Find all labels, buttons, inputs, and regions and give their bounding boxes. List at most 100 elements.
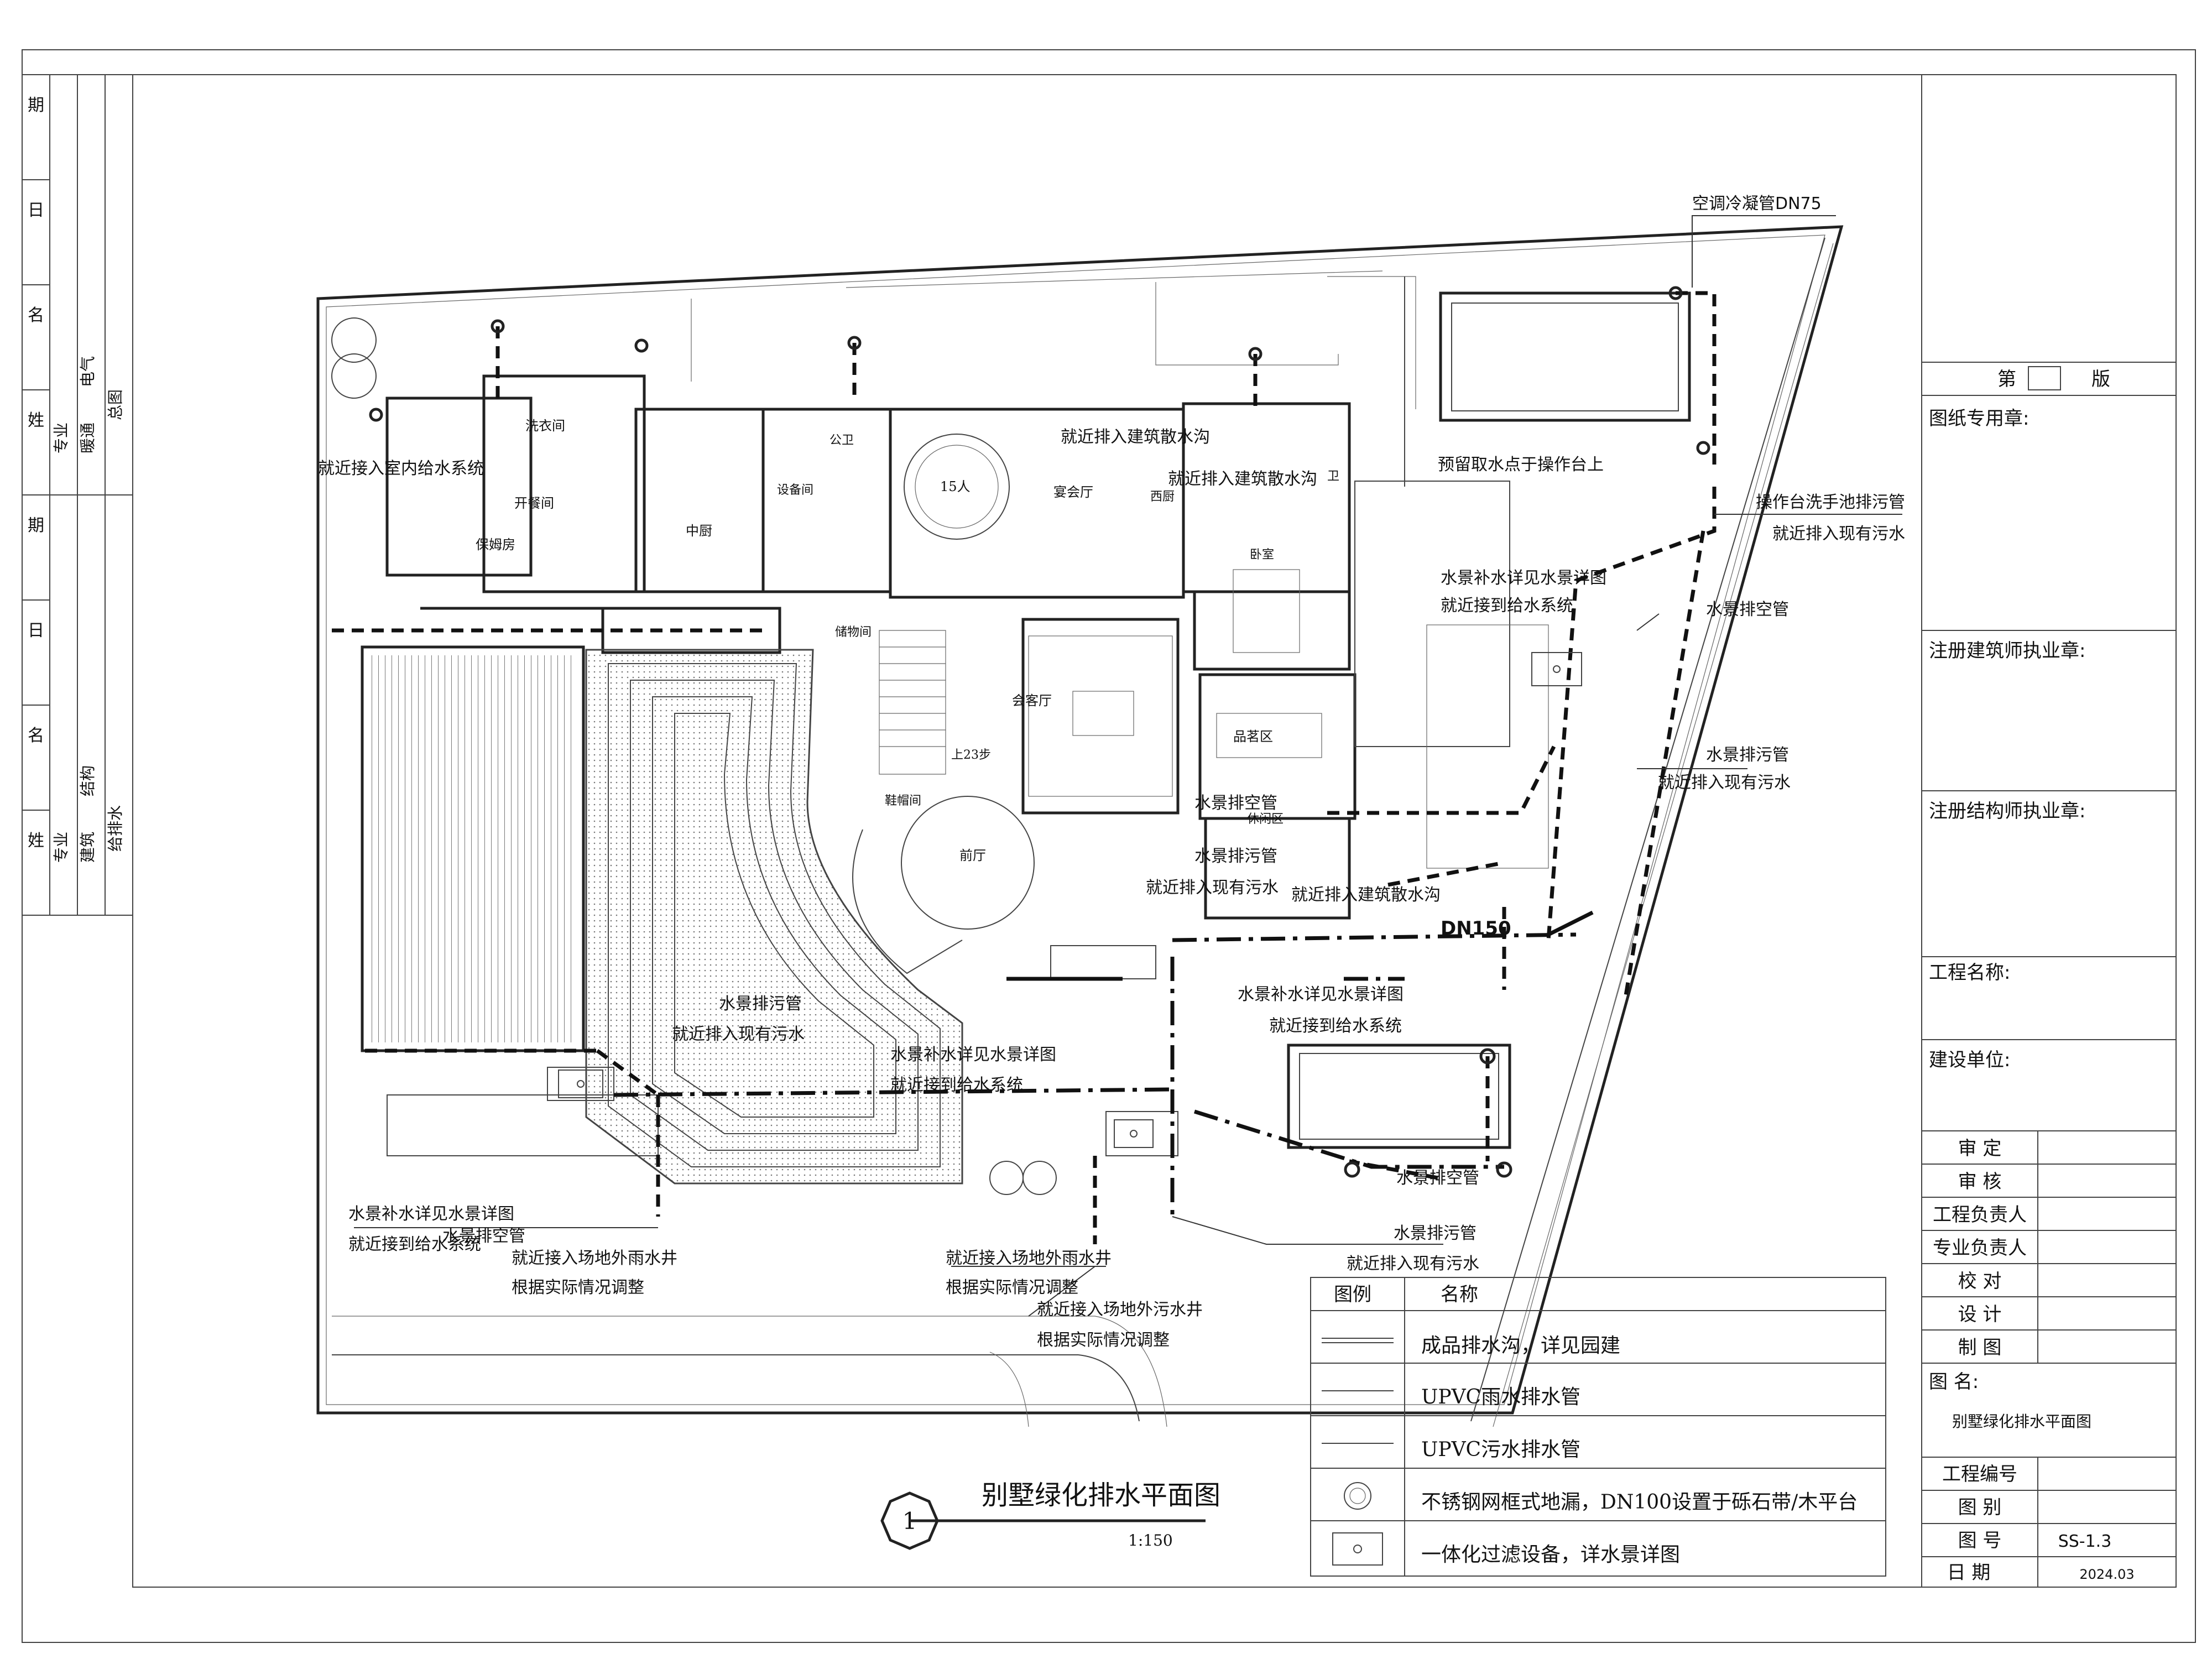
stairs-label: 上23步 (951, 748, 991, 762)
note-sewer-b2: 就近排入现有污水 (1347, 1254, 1479, 1274)
sheet-no-value: SS-1.3 (2058, 1532, 2112, 1551)
note-wf-supply-r1: 水景补水详见水景详图 (1441, 568, 1606, 588)
date-value: 2024.03 (2079, 1567, 2134, 1582)
room-living: 会客厅 (1012, 693, 1052, 708)
note-sewer-l1: 水景排污管 (719, 994, 802, 1014)
note-indoor-supply: 就近接入室内给水系统 (318, 459, 484, 478)
note-sewer-b1: 水景排污管 (1394, 1224, 1477, 1243)
signoff-6: 制 图 (1958, 1337, 2002, 1359)
note-wf-supply-bl1: 水景补水详见水景详图 (348, 1204, 514, 1224)
architect-stamp-label: 注册建筑师执业章: (1929, 640, 2085, 662)
room-foyer: 前厅 (959, 848, 986, 863)
drawing-name-label: 图 名: (1929, 1371, 1979, 1393)
signoff-3: 专业负责人 (1933, 1237, 2027, 1259)
note-sewer-r2: 就近排入现有污水 (1658, 773, 1791, 792)
note-ac-condensate: 空调冷凝管DN75 (1692, 194, 1822, 213)
left-info-strip: 期 日 名 姓 期 日 名 姓 专业 暖通 电气 总图 专业 建筑 结构 给排水 (22, 74, 133, 916)
bottom-right-pool (1287, 1044, 1511, 1149)
room-leisure: 休闲区 (1247, 812, 1284, 826)
sheet-no-label: 图 号 (1958, 1530, 2002, 1552)
strip-label: 名 (28, 726, 44, 745)
note-building-ditch-1: 就近排入建筑散水沟 (1061, 427, 1210, 447)
strip-group-b-2: 结构 (79, 765, 97, 796)
note-wf-supply-r2: 就近接到给水系统 (1441, 596, 1573, 615)
note-wf-supply-m1: 水景补水详见水景详图 (890, 1045, 1056, 1065)
strip-label: 期 (28, 96, 44, 115)
note-building-ditch-2: 就近排入建筑散水沟 (1168, 469, 1317, 489)
stamp-label: 图纸专用章: (1929, 408, 2029, 430)
note-sewer-c2: 就近排入现有污水 (1146, 878, 1279, 898)
note-sewer-r1: 水景排污管 (1706, 745, 1789, 765)
room-tea: 品茗区 (1233, 729, 1273, 744)
strip-group-a-0: 专业 (52, 422, 70, 453)
floor-drains (369, 286, 1710, 1178)
project-no-label: 工程编号 (1942, 1463, 2017, 1485)
client-label: 建设单位: (1929, 1049, 2010, 1071)
note-wf-supply-c2: 就近接到给水系统 (1269, 1016, 1402, 1036)
signoff-5: 设 计 (1958, 1303, 2002, 1326)
structural-stamp-label: 注册结构师执业章: (1929, 800, 2085, 822)
note-sewer-well: 就近接入场地外污水井 (1037, 1300, 1203, 1319)
legend-item-3: 不锈钢网框式地漏，DN100设置于砾石带/木平台 (1421, 1491, 1858, 1514)
central-water-feature (585, 649, 963, 1185)
legend-table: 图例 名称 成品排水沟，详见园建 UPVC雨水排水管 UPVC污水排水管 不锈钢… (1310, 1277, 1886, 1577)
note-vent-bl: 水景排空管 (442, 1227, 525, 1246)
left-pool (361, 645, 585, 1052)
legend-item-0: 成品排水沟，详见园建 (1421, 1334, 1620, 1357)
room-dining: 开餐间 (514, 495, 554, 511)
strip-group-b-1: 建筑 (79, 832, 97, 863)
round-table (904, 434, 1010, 540)
note-vent-b: 水景排空管 (1396, 1168, 1479, 1188)
note-rain-well-2: 就近接入场地外雨水井 (946, 1249, 1112, 1268)
strip-label: 日 (28, 621, 44, 640)
staircase (879, 630, 946, 775)
signoff-4: 校 对 (1958, 1270, 2002, 1292)
legend-item-1: UPVC雨水排水管 (1421, 1386, 1580, 1408)
legend-item-2: UPVC污水排水管 (1421, 1438, 1580, 1461)
road (332, 1316, 1167, 1427)
trees (331, 317, 1057, 1195)
signoff-0: 审 定 (1958, 1138, 2002, 1160)
strip-group-b-3: 给排水 (106, 805, 124, 852)
strip-label: 姓 (28, 411, 44, 430)
strip-label: 期 (28, 516, 44, 535)
strip-group-b-0: 专业 (52, 832, 70, 863)
room-nanny: 保姆房 (476, 537, 515, 552)
note-sink-drain-2: 就近排入现有污水 (1772, 524, 1905, 544)
room-kitchen: 中厨 (686, 523, 712, 539)
drawing-title: 1 别墅绿化排水平面图 1:150 (880, 1480, 1220, 1550)
room-storage: 储物间 (835, 625, 872, 639)
note-dn150: DN150 (1441, 917, 1511, 940)
room-bedroom: 卧室 (1250, 548, 1274, 562)
room-equip: 设备间 (777, 483, 813, 497)
note-sewer-l2: 就近排入现有污水 (672, 1025, 805, 1044)
foyer-wall (852, 829, 963, 974)
strip-label: 名 (28, 306, 44, 325)
note-vent-r: 水景排空管 (1706, 600, 1789, 619)
top-right-pool (1439, 291, 1691, 422)
site-boundary (316, 225, 1844, 1427)
legend-header-name: 名称 (1441, 1284, 1478, 1306)
legend-header-symbol: 图例 (1334, 1284, 1371, 1306)
note-sink-drain-1: 操作台洗手池排污管 (1756, 493, 1905, 512)
edition-box[interactable] (2028, 366, 2061, 390)
room-wc: 公卫 (830, 434, 854, 447)
legend-symbol-drain (1344, 1482, 1371, 1510)
drawing-name-value: 别墅绿化排水平面图 (1952, 1412, 2091, 1431)
note-adjust-3: 根据实际情况调整 (1037, 1331, 1170, 1350)
drainage-pipes (332, 291, 1717, 1244)
signoff-2: 工程负责人 (1933, 1204, 2027, 1226)
note-adjust-2: 根据实际情况调整 (946, 1278, 1078, 1297)
legend-item-4: 一体化过滤设备，详水景详图 (1421, 1543, 1680, 1566)
room-wc2: 卫 (1327, 469, 1339, 483)
room-banquet: 宴会厅 (1053, 484, 1093, 500)
filter-units (558, 652, 1582, 1148)
banquet-seats: 15人 (940, 479, 971, 494)
room-shoes: 鞋帽间 (885, 794, 921, 808)
project-name-label: 工程名称: (1929, 962, 2010, 984)
bed (1233, 569, 1300, 653)
strip-group-a-1: 暖通 (79, 422, 97, 453)
edition-suffix: 版 (2091, 368, 2110, 390)
strip-label: 日 (28, 201, 44, 220)
